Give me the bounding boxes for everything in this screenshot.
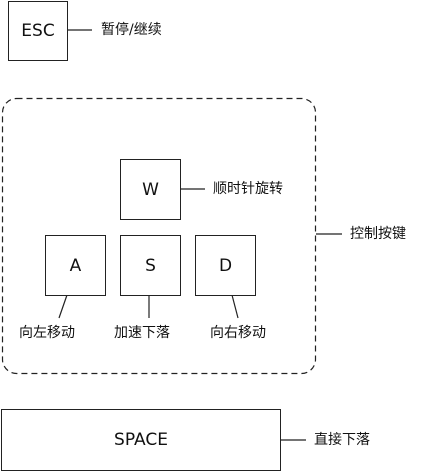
control-keys-group-outline <box>1 97 317 375</box>
s-key: S <box>120 235 181 296</box>
space-key-label: 直接下落 <box>314 432 370 448</box>
d-key: D <box>195 235 256 296</box>
a-key-label: 向左移动 <box>19 325 75 341</box>
d-connector <box>231 294 239 319</box>
d-key-label: 向右移动 <box>210 325 266 341</box>
a-key: A <box>45 235 106 296</box>
w-key-label: 顺时针旋转 <box>213 181 283 197</box>
control-keys-label: 控制按键 <box>350 226 406 242</box>
a-connector <box>58 294 68 319</box>
w-key: W <box>120 159 181 220</box>
esc-key: ESC <box>8 1 68 61</box>
space-key: SPACE <box>1 409 281 471</box>
s-key-label: 加速下落 <box>114 325 170 341</box>
esc-key-label: 暂停/继续 <box>101 22 162 38</box>
